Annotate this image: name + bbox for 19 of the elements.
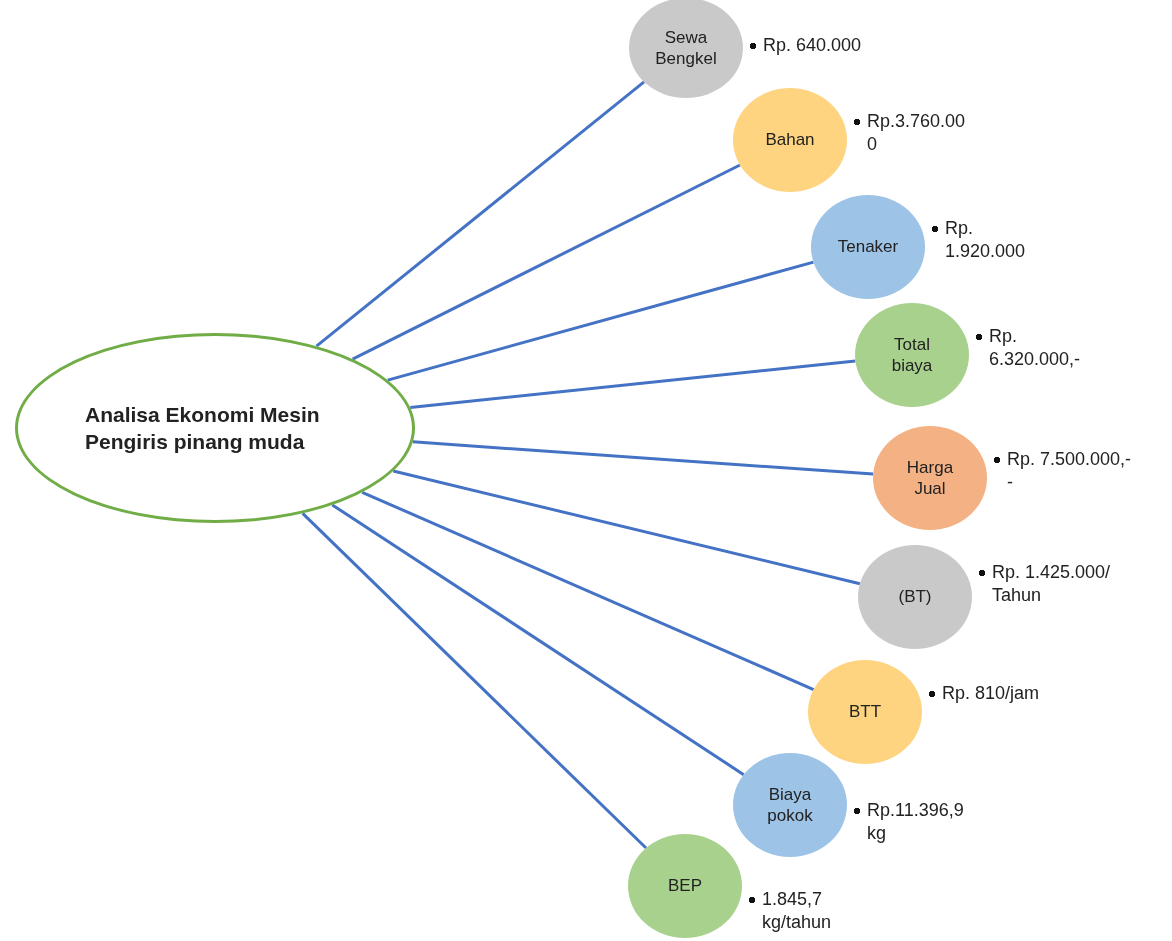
connector-line xyxy=(331,503,745,776)
node-label: Harga Jual xyxy=(905,456,955,500)
node-label: Bahan xyxy=(764,129,816,151)
node-label: Total biaya xyxy=(890,333,934,377)
node-label: Sewa Bengkel xyxy=(654,26,718,70)
connector-line xyxy=(410,359,856,410)
node-label: Biaya pokok xyxy=(766,783,814,827)
connector-line xyxy=(412,440,874,476)
node-label: BEP xyxy=(667,875,703,897)
connector-line xyxy=(387,260,814,382)
node-label: Tenaker xyxy=(836,236,900,258)
connector-line xyxy=(301,512,648,850)
connector-line xyxy=(315,80,645,348)
node-label: (BT) xyxy=(897,586,933,608)
connector-line xyxy=(361,490,815,691)
node-label: BTT xyxy=(847,701,883,723)
connector-line xyxy=(392,469,861,586)
node-label: Analisa Ekonomi Mesin Pengiris pinang muda xyxy=(85,401,321,455)
connector-line xyxy=(351,163,741,361)
